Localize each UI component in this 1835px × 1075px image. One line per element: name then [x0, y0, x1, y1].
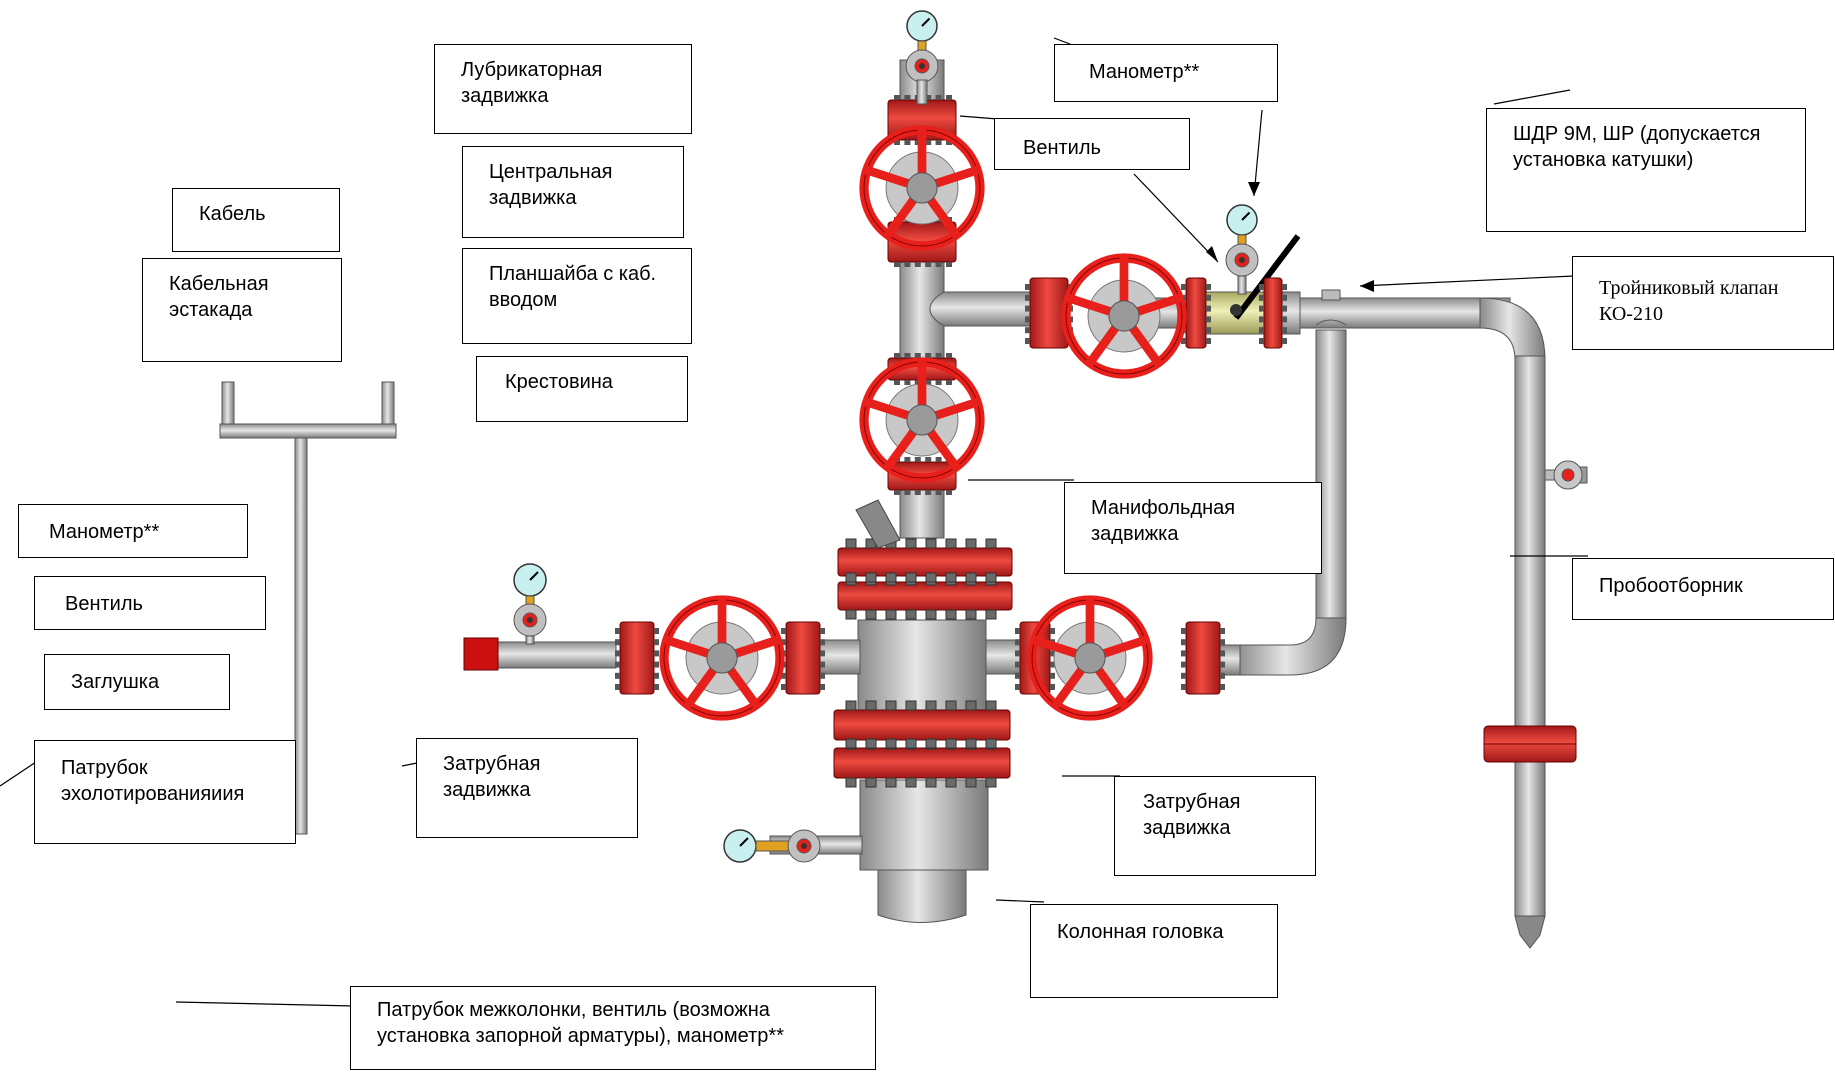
pressure-gauge-icon — [513, 563, 547, 637]
label-planshaiba: Планшайба с каб. вводом — [462, 248, 692, 344]
valve-handwheel-icon — [859, 357, 985, 483]
arrowheads — [1206, 182, 1374, 292]
flange-icon — [781, 621, 825, 695]
label-column-head: Колонная головка — [1030, 904, 1278, 998]
label-manometer-top: Манометр** — [1054, 44, 1278, 102]
label-annulus-valve-right: Затрубная задвижка — [1114, 776, 1316, 876]
valve-handwheel-icon — [859, 125, 985, 251]
label-manometer-left: Манометр** — [18, 504, 248, 558]
flange-icon — [1259, 277, 1287, 349]
bottom-flange — [1483, 725, 1577, 763]
label-annulus-valve-left: Затрубная задвижка — [416, 738, 638, 838]
gauge-stem — [916, 79, 928, 105]
label-plug: Заглушка — [44, 654, 230, 710]
label-lubricator-valve: Лубрикаторная задвижка — [434, 44, 692, 134]
flange-icon — [1181, 621, 1225, 695]
label-manifold-valve: Манифольдная задвижка — [1064, 482, 1322, 574]
pressure-gauge-icon — [1225, 204, 1259, 277]
annulus-lines — [495, 639, 1241, 855]
label-tee-valve: Тройниковый клапан КО-210 — [1572, 256, 1834, 350]
column-head-body — [833, 499, 1013, 923]
pressure-gauge-icon — [905, 10, 939, 83]
pressure-gauge-icon — [723, 829, 821, 863]
flange-icon — [615, 621, 659, 695]
label-shdr: ШДР 9М, ШР (допускается установка катушк… — [1486, 108, 1806, 232]
flange-icon — [1025, 277, 1073, 349]
label-valve-top: Вентиль — [994, 118, 1190, 170]
label-cable: Кабель — [172, 188, 340, 252]
sampler-valve — [1544, 460, 1588, 490]
label-cable-rack: Кабельная эстакада — [142, 258, 342, 362]
valve-handwheel-icon — [659, 595, 785, 721]
valve-handwheel-icon — [1061, 253, 1187, 379]
manifold-pipe — [1099, 289, 1546, 949]
label-valve-left: Вентиль — [34, 576, 266, 630]
label-echo-pipe: Патрубок эхолотированияиия — [34, 740, 296, 844]
gauge-stem — [1237, 275, 1247, 295]
label-cross: Крестовина — [476, 356, 688, 422]
label-central-valve: Центральная задвижка — [462, 146, 684, 238]
gauge-stem — [525, 635, 535, 645]
label-sampler: Пробоотборник — [1572, 558, 1834, 620]
valve-handwheel-icon — [1027, 595, 1153, 721]
plug-icon — [463, 637, 499, 671]
cable-rack — [219, 381, 397, 835]
label-interstring-pipe: Патрубок межколонки, вентиль (возможна у… — [350, 986, 876, 1070]
